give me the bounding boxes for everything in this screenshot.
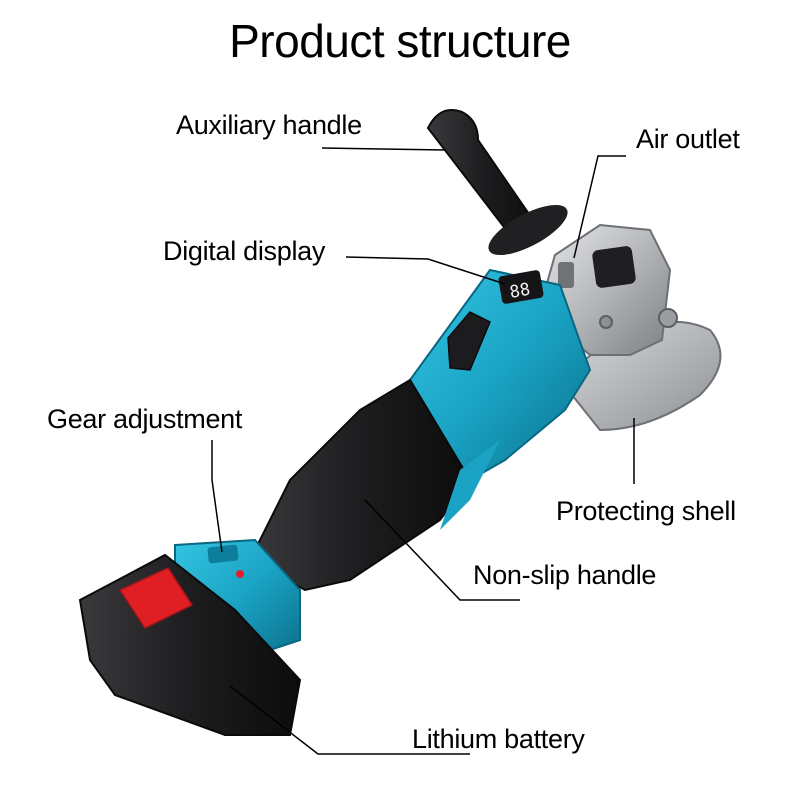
spindle-nut <box>658 308 678 328</box>
auxiliary-handle-guard <box>488 204 568 256</box>
leader-air-outlet <box>573 155 626 259</box>
label-digital-display: Digital display <box>163 236 326 266</box>
battery-release-button <box>118 567 194 629</box>
label-non-slip-handle: Non-slip handle <box>473 560 657 590</box>
digital-display-panel <box>498 270 544 304</box>
leader-lithium-battery <box>229 685 470 755</box>
digital-display-readout: 88 <box>508 280 532 303</box>
leader-gear-adjustment <box>211 440 223 553</box>
label-auxiliary-handle: Auxiliary handle <box>176 110 362 140</box>
gear-indicator-led <box>236 570 244 578</box>
label-lithium-battery: Lithium battery <box>412 724 585 754</box>
page-title: Product structure <box>229 15 571 67</box>
spindle-bolt <box>599 315 613 329</box>
power-switch <box>447 311 491 371</box>
label-air-outlet: Air outlet <box>636 124 740 154</box>
air-outlet-vent <box>558 262 574 288</box>
leader-digital-display <box>345 256 506 285</box>
gear-adjustment-button <box>207 544 239 564</box>
label-protecting-shell: Protecting shell <box>556 496 736 526</box>
leader-auxiliary-handle <box>321 147 447 151</box>
leader-non-slip-handle <box>364 499 520 601</box>
leader-lines <box>211 147 635 755</box>
spindle-lock-button <box>592 246 636 288</box>
grip-teal-accent <box>440 440 500 530</box>
label-gear-adjustment: Gear adjustment <box>47 404 243 434</box>
auxiliary-handle-part <box>426 109 542 250</box>
